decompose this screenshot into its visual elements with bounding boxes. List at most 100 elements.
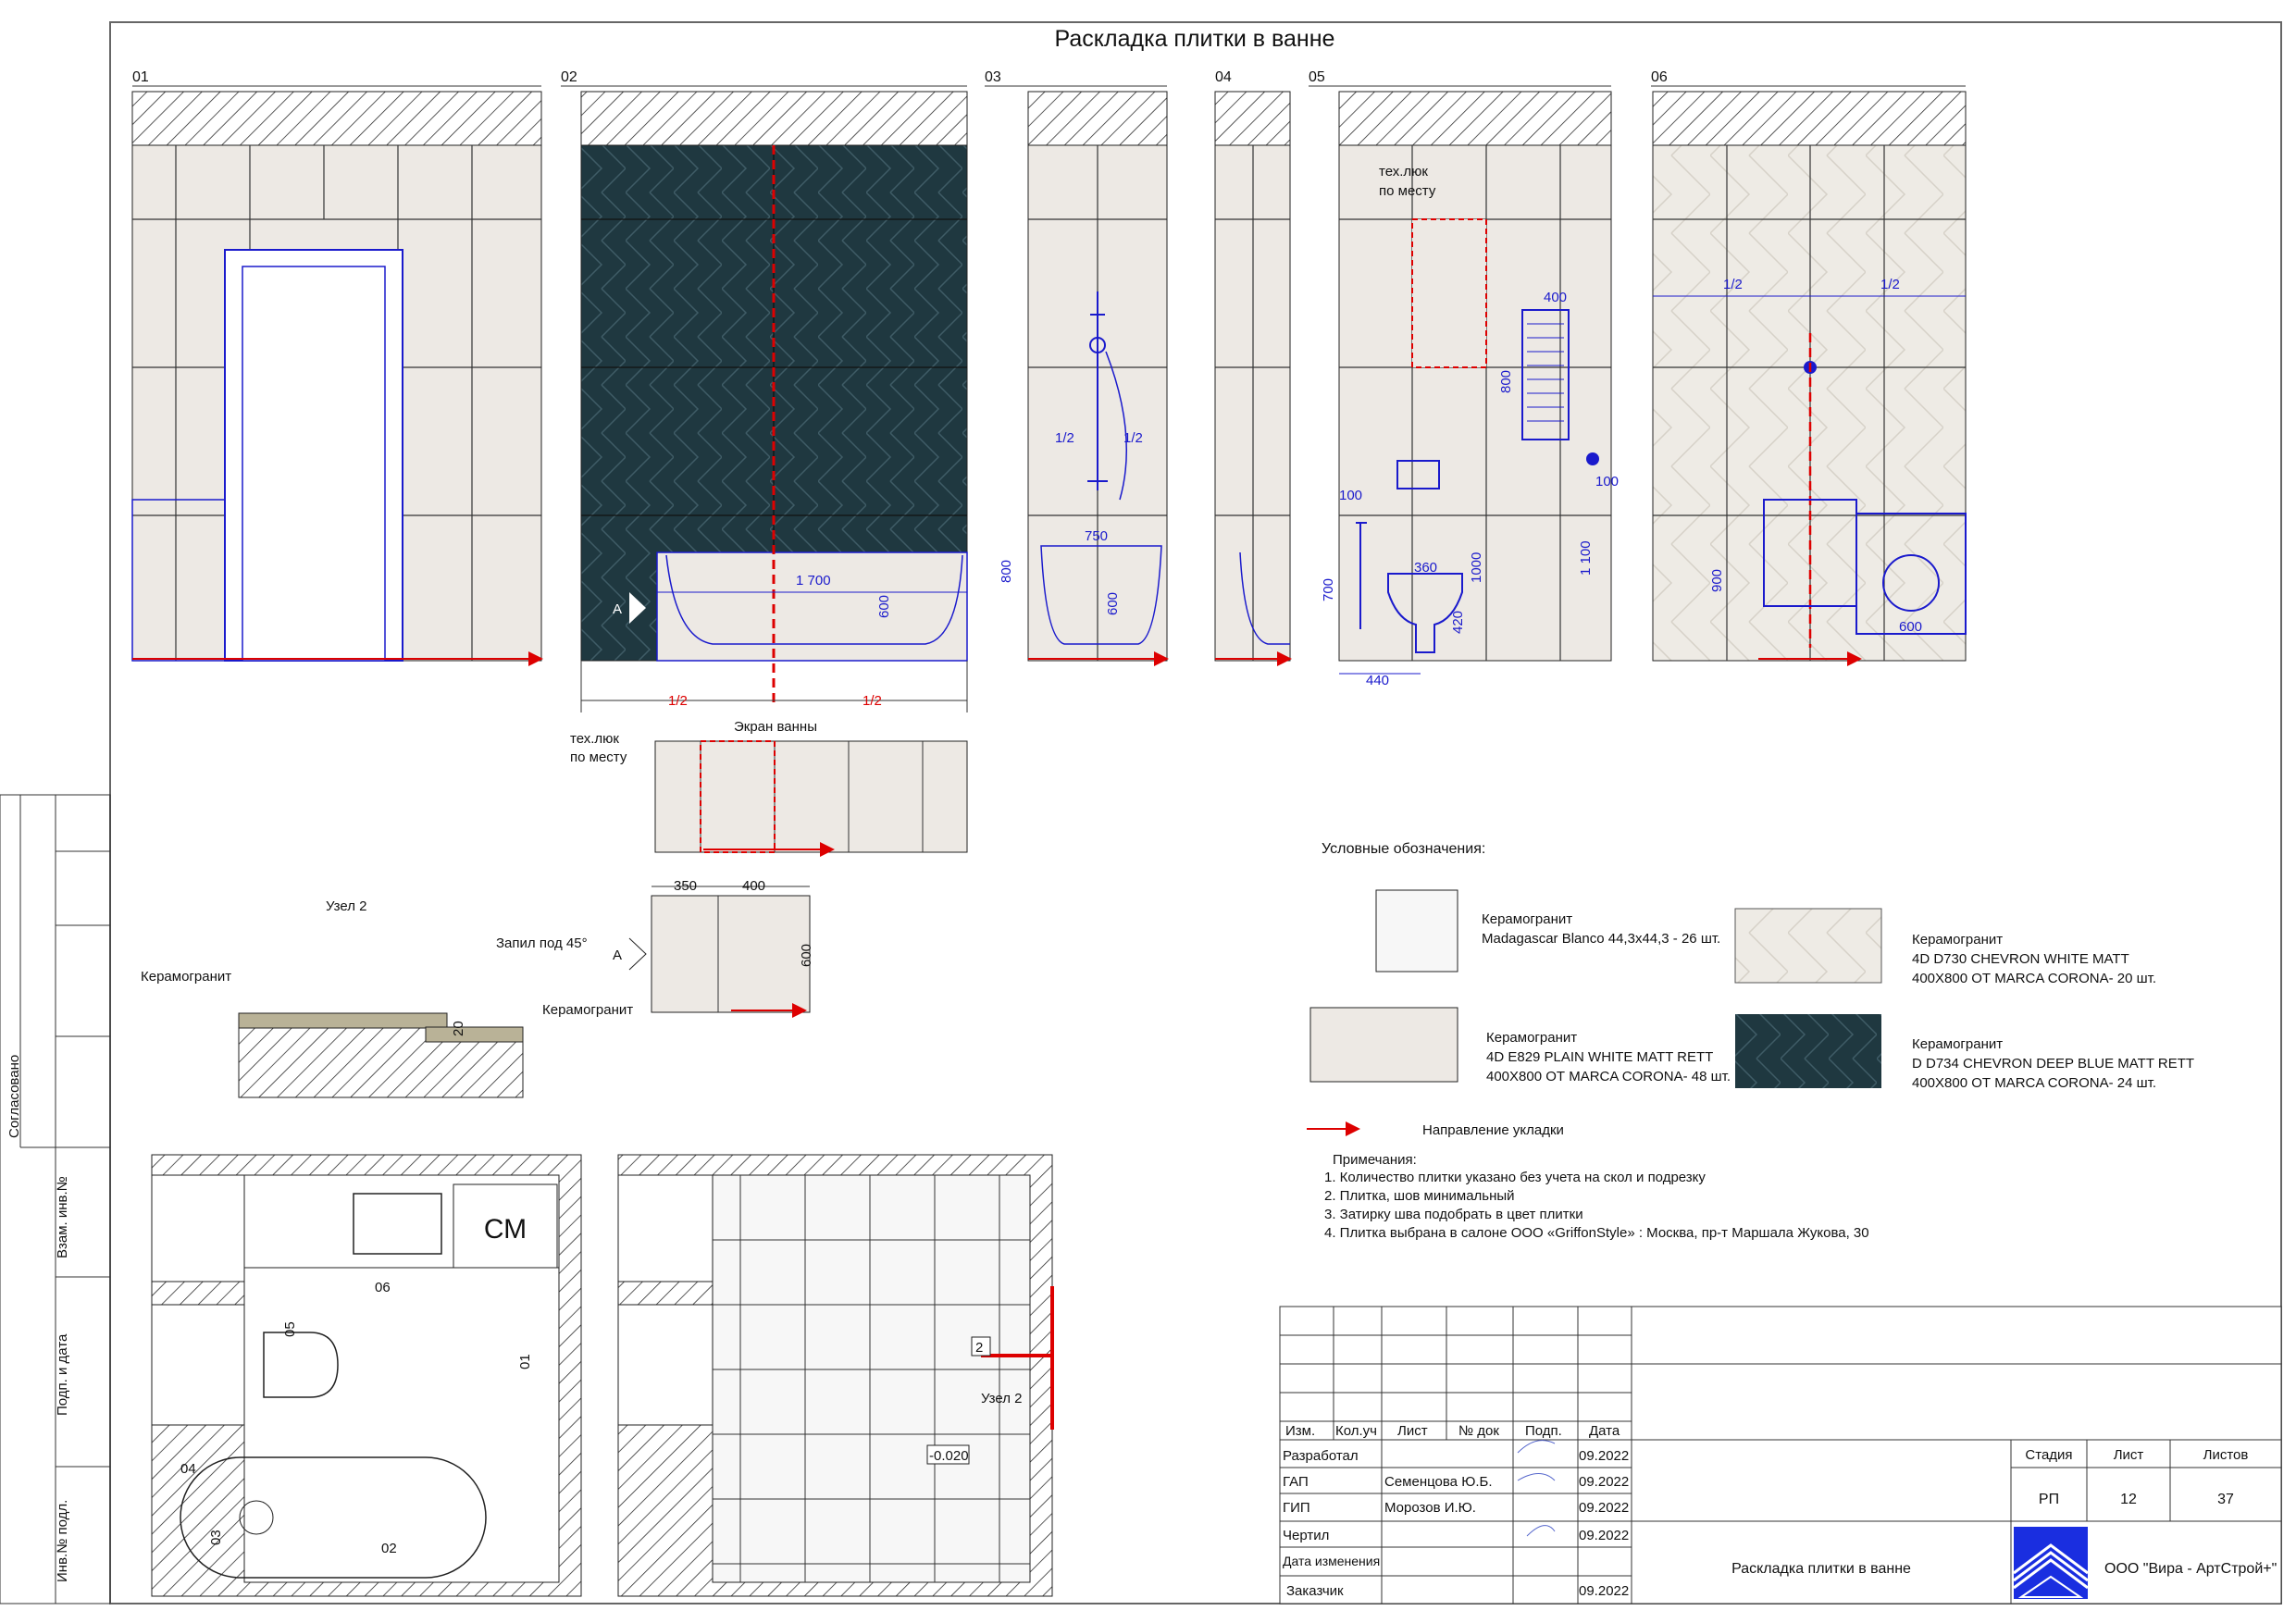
header-sign: Подп. [1525, 1423, 1562, 1439]
dim-750: 750 [1085, 528, 1108, 544]
screen-note-2: по месту [570, 750, 627, 765]
legend-item-4-line3: 400X800 ОТ MARCA CORONA- 24 шт. [1912, 1075, 2156, 1091]
dim-20: 20 [451, 1021, 466, 1036]
elevation-04 [1214, 91, 1292, 666]
plan-view-06: 06 [375, 1280, 391, 1295]
dim-1700: 1 700 [796, 573, 831, 588]
row-role: ГАП [1283, 1474, 1309, 1490]
legend-item-1-line1: Керамогранит [1482, 911, 1572, 927]
row-name: Морозов И.Ю. [1384, 1500, 1476, 1516]
cut-label: Запил под 45° [496, 935, 588, 951]
legend-item-4-line2: D D734 CHEVRON DEEP BLUE MATT RETT [1912, 1056, 2194, 1072]
legend-title: Условные обозначения: [1322, 841, 1485, 857]
row-date: 09.2022 [1579, 1583, 1629, 1599]
swatch-chevron-blue [1735, 1014, 1881, 1088]
dim-100: 100 [1595, 474, 1619, 489]
hatch-note-2: по месту [1379, 183, 1436, 199]
legend-item-3-line3: 400X800 ОТ MARCA CORONA- 48 шт. [1486, 1069, 1731, 1084]
screen-note-1: тех.люк [570, 731, 619, 747]
row-role: Дата изменения [1283, 1554, 1380, 1568]
notes-title: Примечания: [1333, 1152, 1417, 1168]
view-label-05: 05 [1309, 69, 1325, 85]
dim-700: 700 [1321, 578, 1336, 601]
dim-1000: 1000 [1469, 552, 1484, 583]
dim-800: 800 [1498, 370, 1514, 393]
note-2: 2. Плитка, шов минимальный [1324, 1188, 1515, 1204]
plan-view-02: 02 [381, 1541, 397, 1556]
view-labels: 01 02 03 04 05 06 [132, 69, 1966, 87]
stage-value: РП [2039, 1492, 2059, 1507]
row-date: 09.2022 [1579, 1448, 1629, 1464]
row-role: Чертил [1283, 1528, 1329, 1543]
row-name: Семенцова Ю.Б. [1384, 1474, 1493, 1490]
row-date: 09.2022 [1579, 1528, 1629, 1543]
legend-item-2-line3: 400X800 ОТ MARCA CORONA- 20 шт. [1912, 971, 2156, 986]
legend-item-3-line1: Керамогранит [1486, 1030, 1577, 1046]
half-right: 1/2 [1880, 277, 1900, 292]
stamp-inv-replace: Взам. инв.№ [55, 1176, 70, 1258]
legend-item-2-line1: Керамогранит [1912, 932, 2003, 948]
dim-420: 420 [1450, 611, 1466, 634]
header-doc-no: № док [1458, 1423, 1499, 1439]
sheet-value: 12 [2120, 1492, 2137, 1507]
mark-a: A [613, 601, 622, 617]
dim-400: 400 [1544, 290, 1567, 305]
hatch-note-1: тех.люк [1379, 164, 1428, 180]
mark-a: A [613, 948, 622, 963]
sheet-title-block: Раскладка плитки в ванне [1731, 1561, 1911, 1577]
row-date: 09.2022 [1579, 1500, 1629, 1516]
dim-1100: 1 100 [1578, 540, 1594, 576]
screen-title: Экран ванны [734, 719, 817, 735]
note-1: 1. Количество плитки указано без учета н… [1324, 1170, 1706, 1185]
dim-350: 350 [674, 878, 697, 894]
elevation-06: 1/2 1/2 900 600 [1652, 91, 1967, 666]
plan-view-03: 03 [208, 1530, 224, 1545]
legend-item-4-line1: Керамогранит [1912, 1036, 2003, 1052]
legend-item-3-line2: 4D E829 PLAIN WHITE MATT RETT [1486, 1049, 1713, 1065]
dim-600: 600 [876, 595, 892, 618]
sheets-value: 37 [2217, 1492, 2234, 1507]
washer-label: СМ [484, 1214, 527, 1245]
material-label-left: Керамогранит [141, 969, 231, 985]
half-right: 1/2 [863, 693, 882, 709]
dim-100: 100 [1339, 488, 1362, 503]
header-date: Дата [1589, 1423, 1620, 1439]
half-right: 1/2 [1123, 430, 1143, 446]
header-izm: Изм. [1285, 1423, 1315, 1439]
company-logo-icon [2013, 1527, 2089, 1599]
sheets-label: Листов [2203, 1447, 2249, 1463]
stamp-agreed: Согласовано [6, 1055, 22, 1138]
sheet-title: Раскладка плитки в ванне [1055, 26, 1335, 52]
elevation-03: 1/2 1/2 750 800 600 [999, 91, 1169, 666]
node-2-detail: Узел 2 Запил под 45° Керамогранит Керамо… [141, 898, 633, 1098]
signatures [1517, 1440, 1556, 1537]
half-left: 1/2 [1055, 430, 1074, 446]
row-role: Заказчик [1286, 1583, 1344, 1599]
view-label-04: 04 [1215, 69, 1232, 85]
view-label-02: 02 [561, 69, 577, 85]
dim-360: 360 [1414, 560, 1437, 576]
note-4: 4. Плитка выбрана в салоне ООО «GriffonS… [1324, 1225, 1869, 1241]
node-number: 2 [975, 1340, 983, 1356]
dim-440: 440 [1366, 673, 1389, 688]
view-label-06: 06 [1651, 69, 1668, 85]
dim-900: 900 [1709, 569, 1725, 592]
header-list: Лист [1397, 1423, 1428, 1439]
plan-view-05: 05 [282, 1321, 298, 1337]
note-3: 3. Затирку шва подобрать в цвет плитки [1324, 1207, 1583, 1222]
swatch-plain-white [1309, 1007, 1458, 1083]
header-kol-uch: Кол.уч [1335, 1423, 1377, 1439]
dim-400: 400 [742, 878, 765, 894]
title-block: Изм. Кол.уч Лист № док Подп. Дата Разраб… [1279, 1306, 2282, 1604]
dim-800: 800 [999, 560, 1014, 583]
detail-a: 350 400 600 A [613, 878, 814, 1018]
legend: Условные обозначения: Керамогранит Madag… [1307, 841, 2194, 1138]
plan-furniture: СМ 06 05 01 04 03 02 [151, 1154, 582, 1597]
half-left: 1/2 [1723, 277, 1743, 292]
floor-level: -0.020 [929, 1448, 969, 1464]
elevation-05: тех.люк по месту 400 800 100 100 700 360… [1321, 91, 1619, 688]
row-date: 09.2022 [1579, 1474, 1629, 1490]
swatch-chevron-white [1734, 908, 1882, 984]
plan-floor-tiles: 2 Узел 2 -0.020 [617, 1154, 1054, 1597]
stamp-sign-date: Подп. и дата [55, 1333, 70, 1416]
